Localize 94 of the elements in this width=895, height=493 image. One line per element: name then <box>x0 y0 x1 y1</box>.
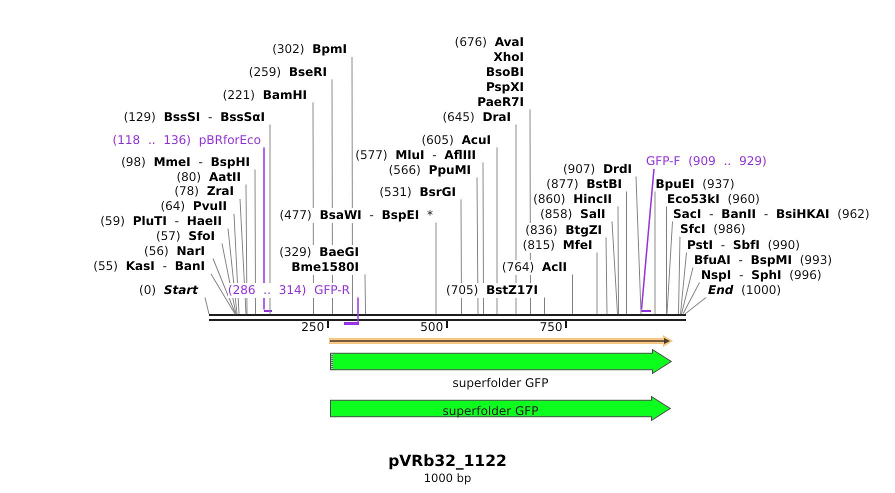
site-label: (80) AatII <box>176 170 241 184</box>
leader-line <box>681 267 694 314</box>
site-label: (907) DrdI <box>562 162 632 176</box>
leader-line <box>222 243 236 314</box>
site-label: (858) SalI <box>540 206 606 222</box>
site-label: (302) BpmI <box>272 42 347 57</box>
site-label: (705) BstZ17I <box>446 282 538 298</box>
primer-mark <box>264 310 272 312</box>
site-label: (55) KasI - BanI <box>93 259 205 274</box>
site-label: XhoI <box>493 50 524 64</box>
leader-line <box>364 274 366 314</box>
site-label: (57) SfoI <box>156 228 215 244</box>
site-label: (477) BsaWI - BspEI* <box>279 208 433 222</box>
site-label: (764) AclI <box>502 260 567 274</box>
site-label: (815) MfeI <box>522 238 592 252</box>
site-label: Eco53kI (960) <box>667 192 760 206</box>
dna-backbone <box>208 314 686 321</box>
primer-mark <box>641 310 651 312</box>
site-label: (566) PpuMI <box>388 162 471 178</box>
site-label: (645) DraI <box>442 110 511 124</box>
site-label: (577) MluI - AflIII <box>355 148 476 162</box>
primer-mark <box>344 322 358 324</box>
leader-line <box>357 298 359 322</box>
leader-line <box>544 297 545 314</box>
feature-label: superfolder GFP <box>442 403 538 419</box>
leader-line <box>666 221 673 314</box>
leader-line <box>640 168 655 310</box>
site-label: PspXI <box>486 80 524 94</box>
leader-line <box>254 169 256 314</box>
site-label: PstI - SbfI (990) <box>687 238 800 252</box>
leader-line <box>618 206 619 314</box>
leader-line <box>666 206 667 314</box>
leader-line <box>530 109 531 314</box>
site-label: BpuEI (937) <box>656 176 735 192</box>
site-label: (860) HincII <box>533 192 612 206</box>
site-label: PaeR7I <box>477 94 524 110</box>
leader-line <box>332 79 333 314</box>
site-label: (129) BssSI - BssSαI <box>124 110 265 124</box>
site-label: (64) PvuII <box>160 199 227 214</box>
leader-line <box>212 258 236 314</box>
site-label: (0) Start <box>139 282 198 298</box>
site-label: (836) BtgZI <box>525 222 602 238</box>
site-label: SacI - BanII - BsiHKAI (962) <box>673 206 870 222</box>
leader-line <box>482 162 484 314</box>
orf-band <box>328 335 673 347</box>
leader-line <box>246 184 248 314</box>
site-label: (329) BaeGI <box>279 244 359 260</box>
leader-line <box>204 297 210 314</box>
leader-line <box>596 252 598 314</box>
site-label: (877) BstBI <box>546 176 622 192</box>
scale-label: 750 <box>540 320 562 334</box>
map-length: 1000 bp <box>424 471 472 485</box>
primer-label: (286 .. 314) GFP-R <box>228 282 350 298</box>
primer-label: GFP-F (909 .. 929) <box>646 154 767 168</box>
map-title: pVRb32_1122 <box>388 452 507 471</box>
feature-label: superfolder GFP <box>452 376 548 390</box>
leader-line <box>684 297 706 314</box>
site-label: BsoBI <box>486 64 524 80</box>
scale-label: 250 <box>301 320 324 334</box>
site-label: NspI - SphI (996) <box>701 268 822 282</box>
site-label: (531) BsrGI <box>379 184 456 200</box>
site-label: (78) ZraI <box>174 184 234 199</box>
leader-line <box>496 147 498 314</box>
leader-line <box>352 56 353 314</box>
leader-line <box>312 102 314 314</box>
leader-line <box>612 221 618 314</box>
leader-line <box>606 237 608 314</box>
site-label: (221) BamHI <box>222 88 307 102</box>
leader-line <box>234 214 240 314</box>
leader-line <box>240 198 246 314</box>
site-label: (59) PluTI - HaeII <box>100 214 222 228</box>
leader-line <box>228 228 238 314</box>
leader-line <box>210 274 236 314</box>
leader-line <box>572 274 573 314</box>
leader-line <box>476 177 478 314</box>
leader-line <box>678 236 680 314</box>
site-label: (56) NarI <box>144 244 205 258</box>
site-label: (98) MmeI - BspHI <box>121 154 250 170</box>
leader-line <box>263 148 265 310</box>
leader-line <box>636 176 642 314</box>
leader-line <box>460 199 462 314</box>
leader-line <box>654 191 656 314</box>
leader-line <box>680 252 687 314</box>
site-label: (676) AvaI <box>454 34 524 50</box>
site-label: BfuAI - BspMI (993) <box>694 252 832 268</box>
site-label: SfcI (986) <box>680 222 746 236</box>
site-label: (259) BseRI <box>248 64 327 80</box>
primer-label: (118 .. 136) pBRforEco <box>112 132 261 148</box>
leader-line <box>626 191 627 314</box>
leader-line <box>682 282 700 314</box>
scale-label: 500 <box>420 320 444 334</box>
site-label: Bme1580I <box>291 260 359 274</box>
site-label: End (1000) <box>708 282 782 298</box>
site-label: (605) AcuI <box>421 132 491 148</box>
